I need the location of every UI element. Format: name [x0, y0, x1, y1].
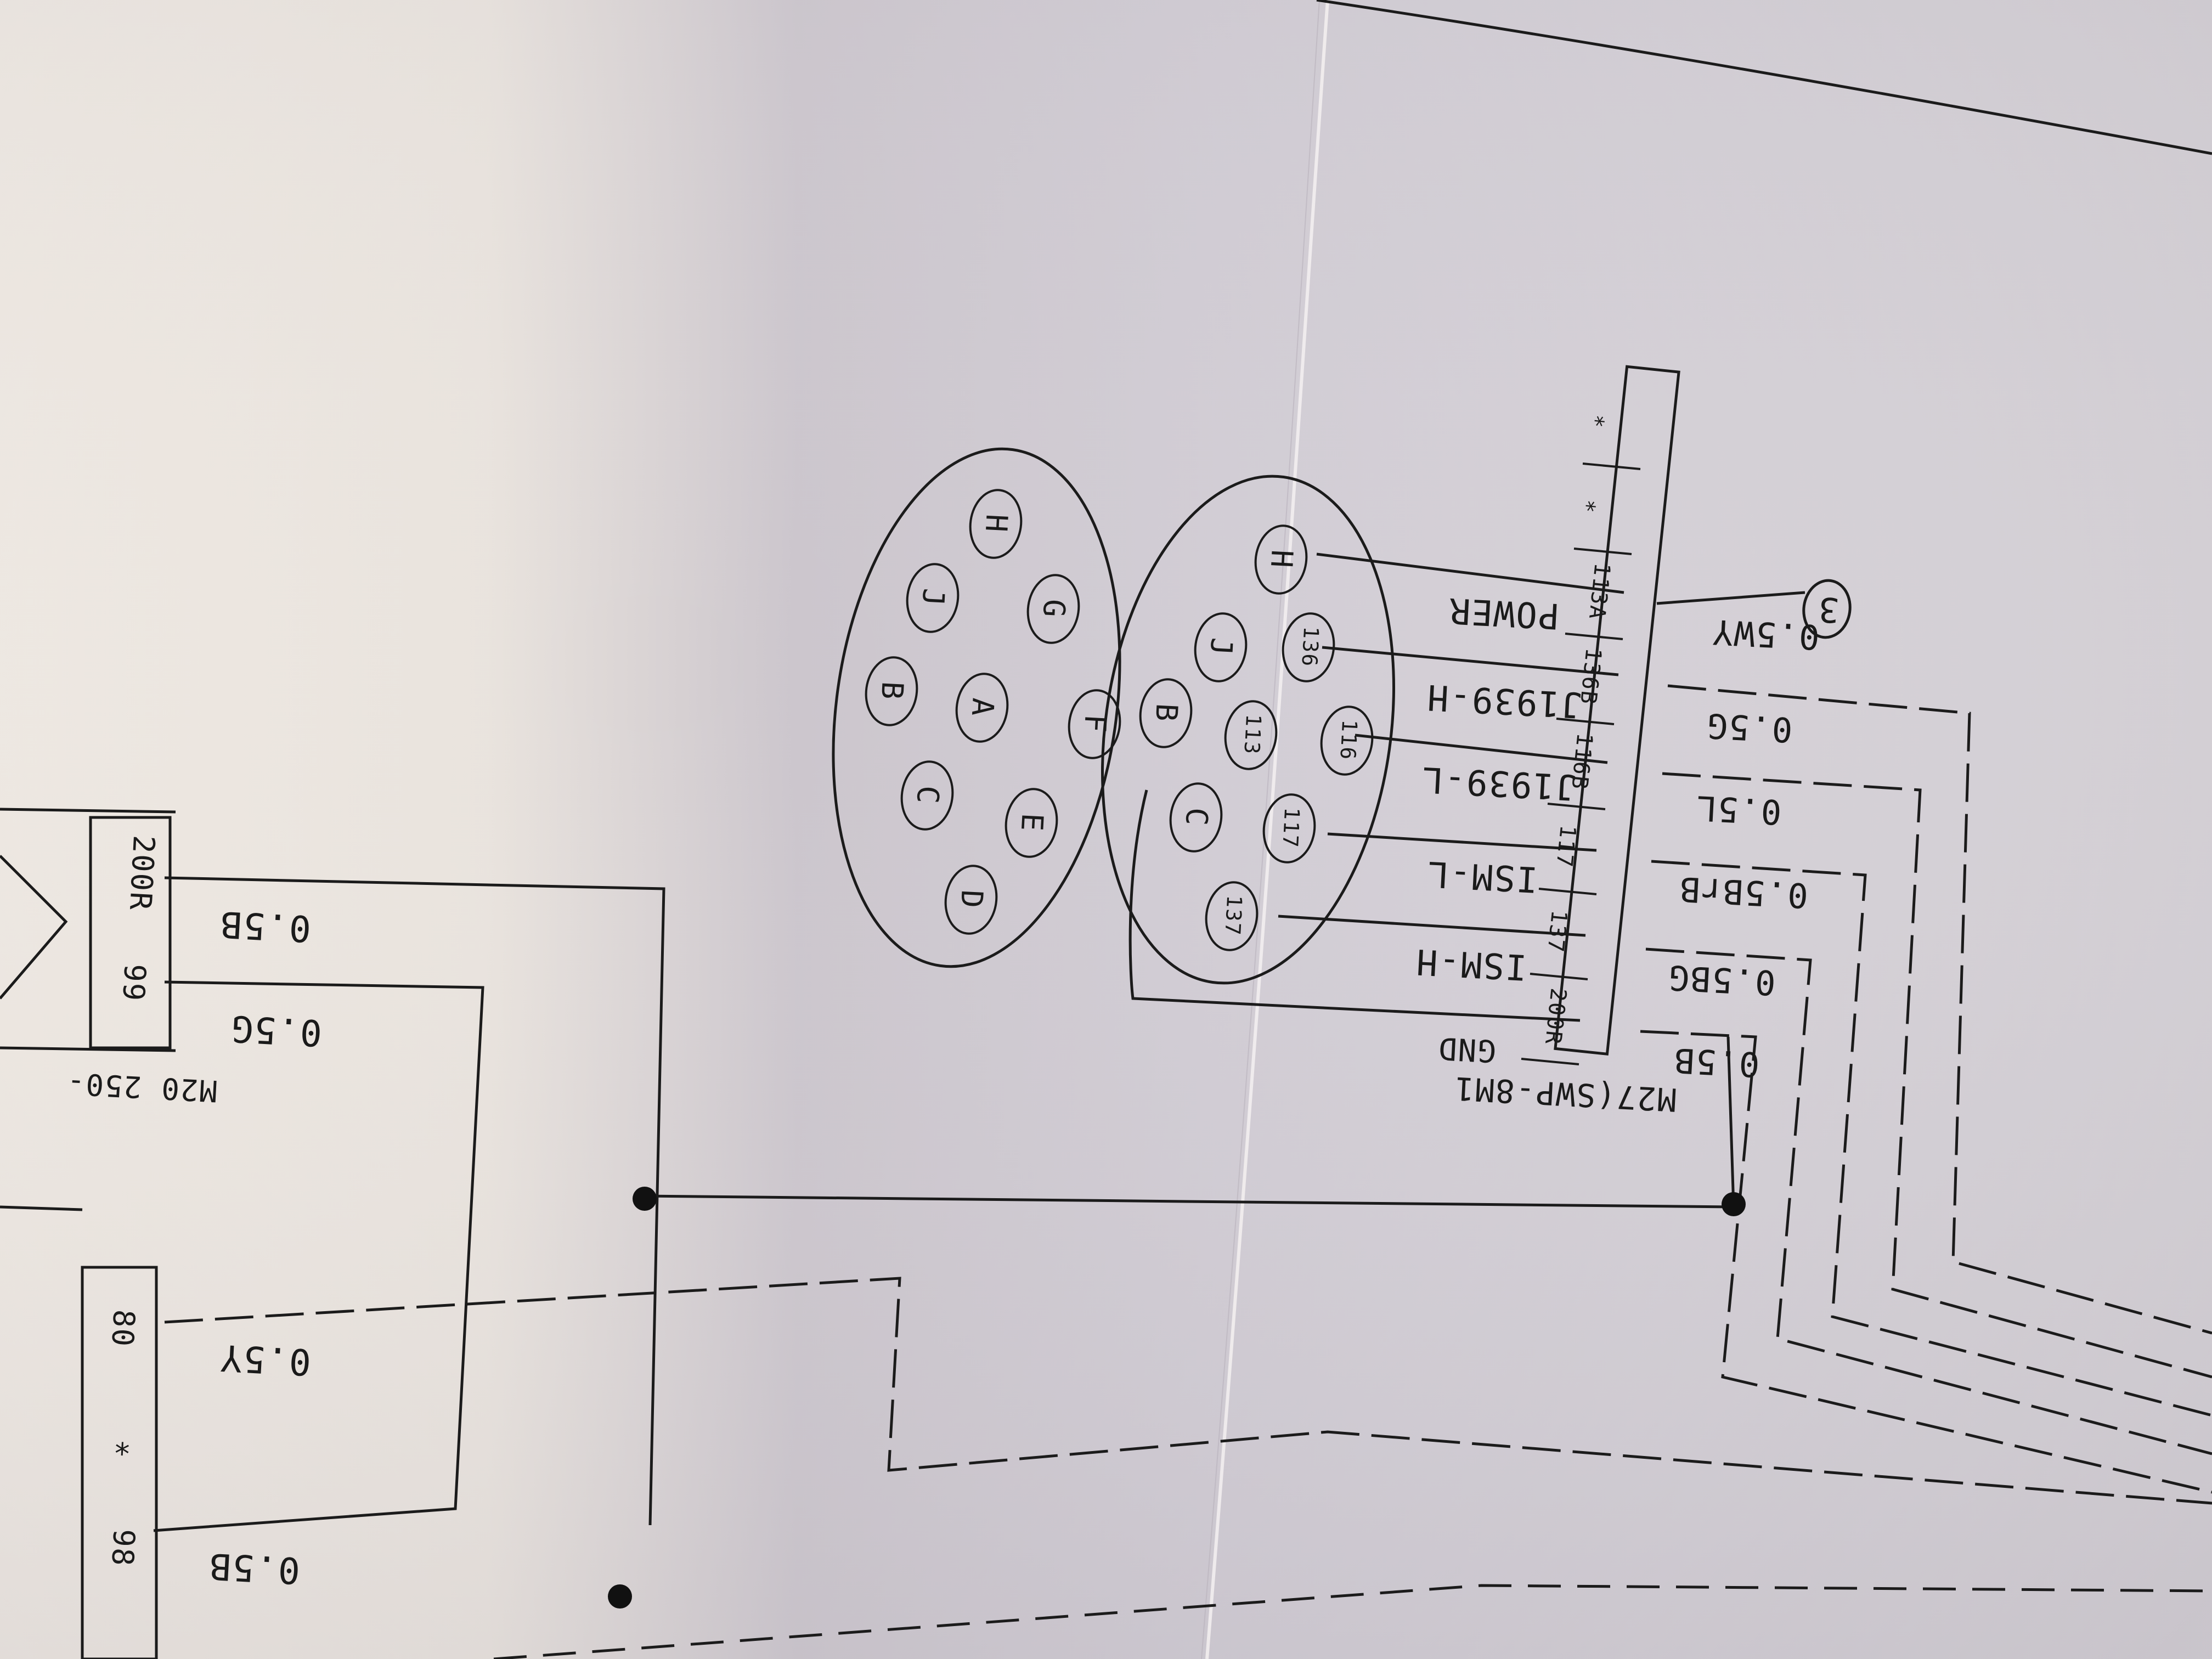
- connector-left-pin-label: A: [964, 697, 1001, 718]
- connector-left-outline: [832, 447, 1121, 968]
- left-block-cavity: 98: [105, 1528, 142, 1568]
- left-block-cavity: *: [111, 1426, 133, 1462]
- connector-left-pin: [1005, 788, 1058, 858]
- connector-right-pin-label: 113: [1239, 713, 1266, 756]
- connector-right-pin-label: B: [1148, 702, 1184, 723]
- connector-m27-cell-divider: [1556, 718, 1615, 725]
- connector-m27-cell-divider: [1565, 633, 1623, 640]
- signal-label-j1939-l: J1939-L: [1420, 758, 1578, 808]
- connector-right-pin: [1262, 793, 1316, 864]
- connector-left-pin: [944, 865, 998, 935]
- connector-m27-body: [1554, 365, 1680, 1056]
- signal-label-ism-l: ISM-L: [1425, 853, 1539, 900]
- connector-left-pin-label: D: [953, 889, 990, 910]
- connector-m27-cell-divider: [1547, 803, 1606, 810]
- connector-left-pin: [865, 656, 918, 726]
- junction-dot: [633, 1187, 657, 1211]
- connector-left-pin: [906, 563, 960, 633]
- connector-left-pin-label: G: [1036, 598, 1072, 619]
- left-block-body: [89, 816, 172, 1049]
- connector-right-pin-label: 136: [1297, 625, 1324, 668]
- circled-ref-number: 3: [1816, 589, 1841, 630]
- connector-m27-cavity-label: 117: [1551, 823, 1581, 870]
- connector-right-pin-label: J: [1203, 636, 1239, 657]
- connector-m27-cavity-label: 137: [1542, 909, 1572, 955]
- wire-label: 0.5L: [1694, 787, 1783, 833]
- connector-m27-cell-divider: [1521, 1058, 1579, 1065]
- left-block-cavity: 80: [105, 1308, 142, 1348]
- connector-left-pin-label: E: [1014, 812, 1050, 833]
- connector-left-pin: [969, 489, 1023, 559]
- left-block-wire-label: 0.5B: [207, 1544, 301, 1592]
- left-block-cavity: 200R: [122, 834, 162, 912]
- signal-label-j1939-h: J1939-H: [1425, 676, 1583, 725]
- connector-left-pin: [900, 760, 954, 831]
- left-block-cavity: 99: [116, 963, 153, 1003]
- connector-right-pin: [1205, 881, 1259, 951]
- wire-label: 0.5G: [1705, 705, 1794, 751]
- top-border-line: [1316, 0, 2212, 155]
- connector-left-pin-label: J: [915, 587, 951, 608]
- left-block-wire-label: 0.5Y: [218, 1336, 312, 1384]
- connector-left-pin-label: C: [910, 785, 946, 805]
- connector-right-pin: [1254, 524, 1308, 595]
- signal-label-ism-h: ISM-H: [1414, 940, 1528, 988]
- signal-label-gnd: GND: [1436, 1030, 1497, 1069]
- connector-left-pin-label: H: [978, 513, 1014, 534]
- connector-left-pin: [1026, 574, 1080, 644]
- connector-left-pin: [1068, 689, 1121, 759]
- connector-right-pin: [1224, 700, 1278, 770]
- signal-label-power: POWER: [1447, 589, 1561, 636]
- connector-right-pin-label: 137: [1220, 894, 1247, 937]
- connector-m27-cell-divider: [1573, 548, 1632, 555]
- connector-right-pin: [1320, 706, 1374, 776]
- connector-m27-cell-divider: [1530, 973, 1588, 980]
- connector-left-pin-label: B: [874, 680, 910, 701]
- connector-right-pin: [1282, 612, 1335, 682]
- wire-label: 0.5B: [1672, 1040, 1761, 1085]
- left-block-wire-label: 0.5G: [229, 1007, 323, 1054]
- connector-right-pin: [1139, 678, 1193, 748]
- connector-m27-cavity-label: *: [1582, 413, 1609, 430]
- wire-label: 0.5BrB: [1678, 868, 1809, 916]
- junction-dot: [608, 1584, 632, 1609]
- connector-m27-cell-divider: [1582, 462, 1641, 470]
- connector-right-pin-label: H: [1263, 549, 1300, 569]
- connector-right-pin-label: 116: [1335, 719, 1362, 761]
- connector-m27-cavity-label: *: [1573, 498, 1600, 515]
- left-block-wire-label: 0.5B: [218, 902, 312, 950]
- connector-right-pin: [1169, 782, 1223, 853]
- wire-label: 0.5WY: [1711, 611, 1821, 658]
- connector-right-pin-label: 117: [1278, 806, 1305, 849]
- connector-left-pin-label: F: [1077, 713, 1113, 734]
- junction-dot: [1722, 1192, 1746, 1216]
- connector-right-outline: [1101, 475, 1395, 985]
- connector-m27-cell-divider: [1538, 888, 1597, 895]
- connector-right-pin-label: C: [1178, 806, 1215, 827]
- connector-right-pin: [1194, 612, 1248, 682]
- wire-label: 0.5BG: [1667, 957, 1777, 1003]
- connector-left-pin: [955, 673, 1009, 743]
